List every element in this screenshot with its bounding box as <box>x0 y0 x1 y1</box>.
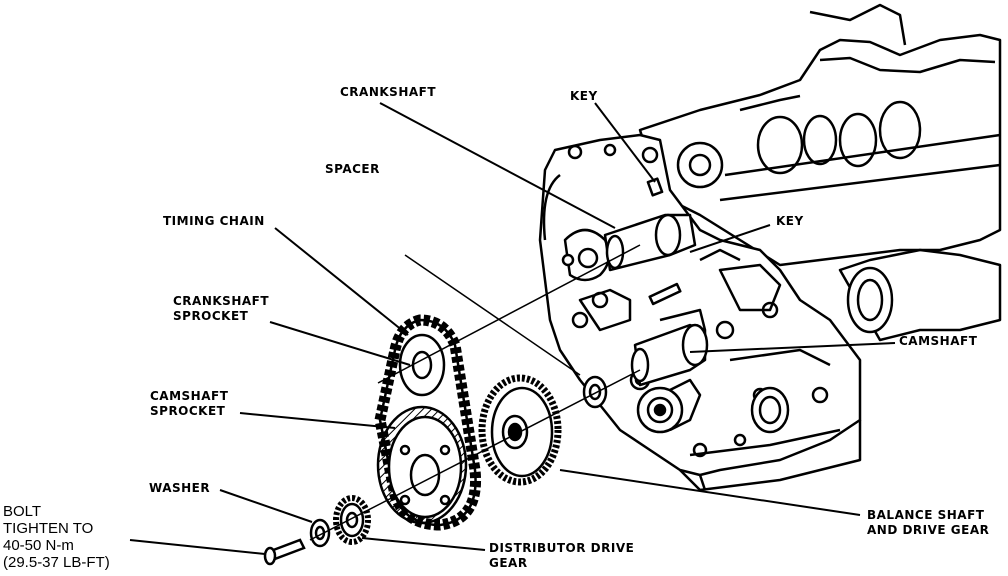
distributor-drive-gear-line-1: DISTRIBUTOR DRIVE <box>489 541 635 555</box>
crankshaft-sprocket-line-1: CRANKSHAFT <box>173 294 270 308</box>
crankshaft-sprocket-line-2: SPROCKET <box>173 309 249 323</box>
spacer-label: SPACER <box>325 162 380 176</box>
distributor-drive-gear-line-2: GEAR <box>489 556 528 570</box>
bolt-line-1: BOLT <box>3 503 42 520</box>
camshaft-label: CAMSHAFT <box>899 334 978 348</box>
bolt <box>263 538 306 566</box>
leader-lines <box>129 102 896 555</box>
balance-shaft-line-1: BALANCE SHAFT <box>867 508 985 522</box>
balance-shaft-gear <box>478 374 562 486</box>
crankshaft-sprocket-label: CRANKSHAFT SPROCKET <box>173 294 269 324</box>
bolt-label: BOLT TIGHTEN TO 40-50 N-m (29.5-37 LB-FT… <box>3 503 110 571</box>
spacer <box>582 375 608 409</box>
washer <box>309 518 331 548</box>
key-mid-label: KEY <box>776 214 804 228</box>
balance-shaft-label: BALANCE SHAFT AND DRIVE GEAR <box>867 508 989 538</box>
engine-block <box>538 3 1002 492</box>
bolt-torque-imperial: (29.5-37 LB-FT) <box>3 554 110 571</box>
washer-label: WASHER <box>149 481 211 495</box>
camshaft-sprocket-line-2: SPROCKET <box>150 404 226 418</box>
distributor-drive-gear-label: DISTRIBUTOR DRIVE GEAR <box>489 541 634 571</box>
crankshaft-label: CRANKSHAFT <box>340 85 437 99</box>
timing-chain-label: TIMING CHAIN <box>163 214 265 228</box>
key-top-label: KEY <box>570 89 598 103</box>
assembly-centerlines <box>309 244 641 541</box>
balance-shaft-line-2: AND DRIVE GEAR <box>867 523 990 537</box>
camshaft-sprocket <box>376 405 468 525</box>
bolt-torque-metric: 40-50 N-m <box>3 537 74 554</box>
bolt-line-2: TIGHTEN TO <box>3 520 94 537</box>
distributor-drive-gear <box>333 495 371 545</box>
crankshaft-sprocket <box>398 333 446 397</box>
camshaft-sprocket-line-1: CAMSHAFT <box>150 389 229 403</box>
camshaft-sprocket-label: CAMSHAFT SPROCKET <box>150 389 228 419</box>
